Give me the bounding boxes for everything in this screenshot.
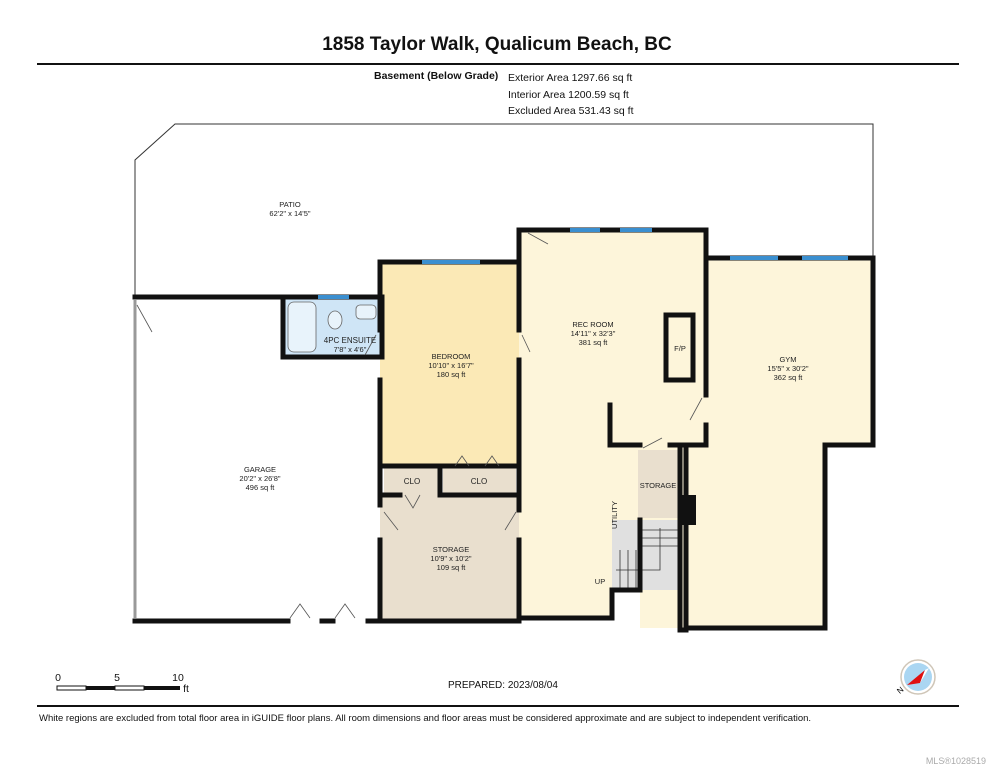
sink-icon [355,304,377,320]
prepared-date: PREPARED: 2023/08/04 [448,680,558,691]
closet-2-label: CLO [471,477,487,486]
scale-bar [56,685,180,691]
garage-dims: 20'2" x 26'8" [239,474,280,483]
level-name: Basement (Below Grade) [374,70,499,82]
fireplace-label: F/P [674,344,686,353]
closet-2 [443,466,516,495]
scale-unit: ft [183,683,189,695]
gym-room [686,258,873,628]
bathtub-icon [287,301,317,353]
stairs [612,520,680,590]
bedroom-dims: 10'10" x 16'7" [428,361,474,370]
ensuite-dims: 7'8" x 4'6" [334,345,367,354]
area-summary: Exterior Area 1297.66 sq ft Interior Are… [508,70,634,120]
bedroom-room [380,262,519,466]
storage-2-label: STORAGE [640,481,677,490]
storage-dims: 10'9" x 10'2" [430,554,471,563]
header-divider [37,63,959,65]
toilet-icon [327,310,343,330]
rec-room-dims: 14'11" x 32'3" [571,329,616,338]
bedroom-area: 180 sq ft [437,370,467,379]
rec-room-name: REC ROOM [572,320,613,329]
gym-dims: 15'5" x 30'2" [767,364,808,373]
ensuite-name: 4PC ENSUITE [324,336,376,345]
exterior-area: Exterior Area 1297.66 sq ft [508,72,633,84]
compass-icon: N [895,659,936,696]
disclaimer: White regions are excluded from total fl… [39,713,812,724]
scale-tick-5: 5 [114,672,120,684]
bedroom-name: BEDROOM [432,352,471,361]
scale-tick-0: 0 [55,672,61,684]
mls-watermark: MLS®1028519 [925,756,986,766]
patio-outline [134,123,874,297]
garage-name: GARAGE [244,465,276,474]
interior-area: Interior Area 1200.59 sq ft [508,88,629,101]
excluded-area: Excluded Area 531.43 sq ft [508,105,634,117]
storage-name: STORAGE [433,545,470,554]
storage-room [380,495,519,621]
garage-area: 496 sq ft [246,483,276,492]
utility-label: UTILITY [610,501,619,529]
rec-room-area: 381 sq ft [579,338,609,347]
gym-name: GYM [779,355,796,364]
footer-divider [37,705,959,707]
scale-tick-10: 10 [172,672,184,684]
compass-north-label: N [895,685,905,696]
closet-1-label: CLO [404,477,420,486]
stairs-up-label: UP [595,577,605,586]
storage-area: 109 sq ft [437,563,467,572]
wall-pillar [680,495,696,525]
closet-1 [384,466,440,495]
page-title: 1858 Taylor Walk, Qualicum Beach, BC [322,34,672,55]
storage-2-room [638,450,680,518]
patio-name: PATIO [279,200,301,209]
gym-area: 362 sq ft [774,373,804,382]
patio-dims: 62'2" x 14'5" [269,209,310,218]
